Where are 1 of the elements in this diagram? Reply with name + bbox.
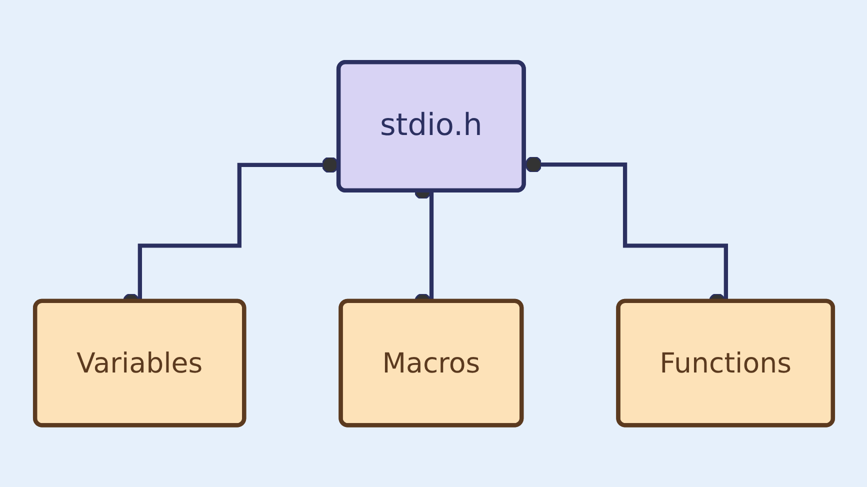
hierarchy-diagram: stdio.h Variables Macros Functions <box>24 50 844 436</box>
